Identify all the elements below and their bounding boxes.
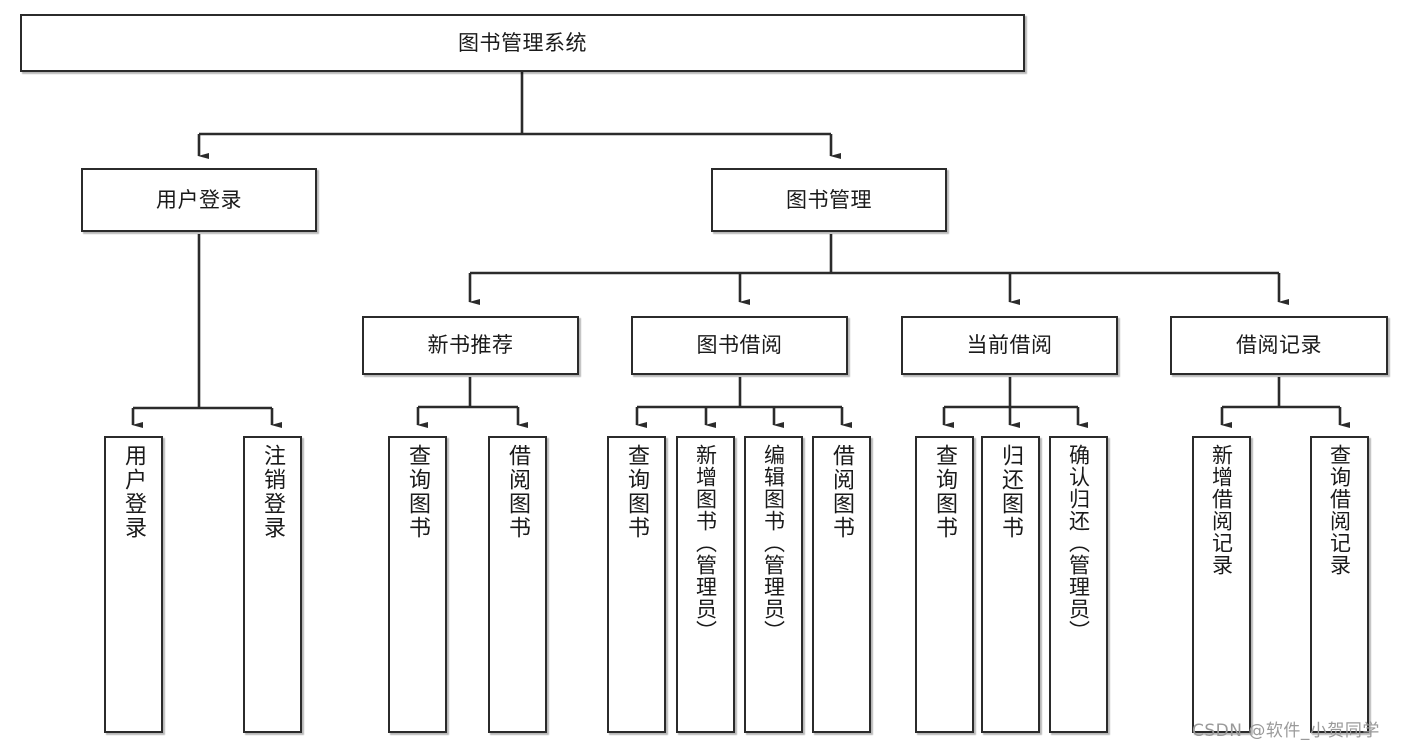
node-user-login[interactable]: 用户登录 <box>81 168 317 232</box>
leaf-borrow-record-query-record[interactable]: 查询借阅记录 <box>1310 436 1369 733</box>
node-label: 当前借阅 <box>966 333 1053 358</box>
leaf-book-borrow-query-book[interactable]: 查询图书 <box>607 436 666 733</box>
leaf-current-borrow-query-book[interactable]: 查询图书 <box>915 436 974 733</box>
node-label: 用户登录 <box>121 444 147 540</box>
leaf-current-borrow-confirm-return-admin[interactable]: 确认归还（管理员） <box>1049 436 1108 733</box>
node-label: 用户登录 <box>156 187 242 212</box>
node-label: 查询借阅记录 <box>1327 444 1352 576</box>
leaf-current-borrow-return-book[interactable]: 归还图书 <box>981 436 1040 733</box>
node-book-borrow[interactable]: 图书借阅 <box>631 316 848 375</box>
node-label: 查询图书 <box>405 444 431 540</box>
node-current-borrow[interactable]: 当前借阅 <box>901 316 1118 375</box>
leaf-borrow-record-add-record[interactable]: 新增借阅记录 <box>1192 436 1251 733</box>
node-label: 借阅图书 <box>505 444 531 540</box>
node-book-management[interactable]: 图书管理 <box>711 168 947 232</box>
leaf-new-book-query-book[interactable]: 查询图书 <box>388 436 447 733</box>
leaf-book-borrow-add-book-admin[interactable]: 新增图书（管理员） <box>676 436 735 733</box>
node-label: 借阅记录 <box>1236 333 1322 358</box>
csdn-watermark: CSDN @软件_小贺同学 <box>1192 721 1380 741</box>
node-label: 新增图书（管理员） <box>693 444 718 642</box>
node-root-book-management-system[interactable]: 图书管理系统 <box>20 14 1025 72</box>
node-label: 借阅图书 <box>829 444 855 540</box>
node-label: 新书推荐 <box>427 333 514 358</box>
node-borrow-record[interactable]: 借阅记录 <box>1170 316 1388 375</box>
node-label: 归还图书 <box>998 444 1024 540</box>
node-new-book-recommend[interactable]: 新书推荐 <box>362 316 579 375</box>
leaf-new-book-borrow-book[interactable]: 借阅图书 <box>488 436 547 733</box>
leaf-book-borrow-edit-book-admin[interactable]: 编辑图书（管理员） <box>744 436 803 733</box>
node-label: 编辑图书（管理员） <box>761 444 786 642</box>
node-label: 图书借阅 <box>696 333 783 358</box>
node-label: 查询图书 <box>932 444 958 540</box>
node-label: 图书管理 <box>786 187 872 212</box>
leaf-user-login-logout[interactable]: 注销登录 <box>243 436 302 733</box>
leaf-user-login-login[interactable]: 用户登录 <box>104 436 163 733</box>
node-label: 查询图书 <box>624 444 650 540</box>
node-label: 图书管理系统 <box>458 30 587 55</box>
node-label: 确认归还（管理员） <box>1066 444 1091 642</box>
leaf-book-borrow-borrow-book[interactable]: 借阅图书 <box>812 436 871 733</box>
node-label: 新增借阅记录 <box>1209 444 1234 576</box>
node-label: 注销登录 <box>260 444 286 540</box>
